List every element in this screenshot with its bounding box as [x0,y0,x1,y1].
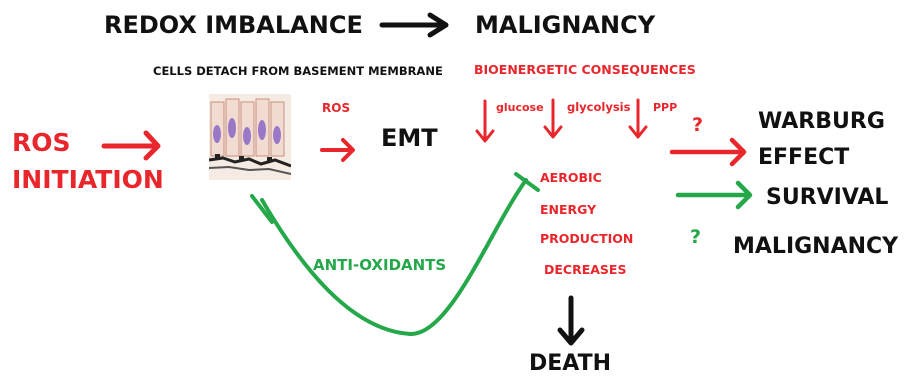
aerobic-line4: DECREASES [544,262,627,277]
ros-initiation-arrow [101,130,161,161]
header-redox-imbalance: REDOX IMBALANCE [104,11,363,39]
survival-arrow [675,180,753,210]
aerobic-line2: ENERGY [540,202,597,217]
glucose-label: glucose [496,101,544,114]
glucose-down-arrow [475,99,495,143]
death-arrow [557,295,585,346]
redox-to-malignancy-arrow [379,12,449,38]
ros-initiation-line2: INITIATION [12,165,164,194]
ppp-label: PPP [653,101,678,114]
ppp-down-arrow [628,98,648,139]
question-green: ? [690,226,702,248]
antioxidant-inhibition-curve [250,172,540,337]
malignancy-right-label: MALIGNANCY [733,234,899,259]
cells-detach-label: CELLS DETACH FROM BASEMENT MEMBRANE [153,64,443,78]
ros-initiation-line1: ROS [12,128,71,157]
death-label: DEATH [529,351,612,376]
ros-to-emt-arrow [320,138,355,162]
survival-label: SURVIVAL [766,185,889,210]
header-malignancy: MALIGNANCY [475,11,656,39]
warburg-arrow [669,137,747,167]
cell-layer-image [209,94,291,180]
aerobic-line1: AEROBIC [540,170,602,185]
warburg-line2: EFFECT [758,145,850,170]
glycolysis-down-arrow [543,98,563,139]
aerobic-line3: PRODUCTION [540,231,634,246]
antioxidants-label: ANTI-OXIDANTS [313,256,447,274]
warburg-line1: WARBURG [758,109,885,134]
emt-label: EMT [381,124,438,152]
question-red: ? [692,114,704,136]
ros-small-label: ROS [322,101,351,115]
glycolysis-label: glycolysis [567,100,631,114]
bioenergetic-label: BIOENERGETIC CONSEQUENCES [474,62,696,77]
